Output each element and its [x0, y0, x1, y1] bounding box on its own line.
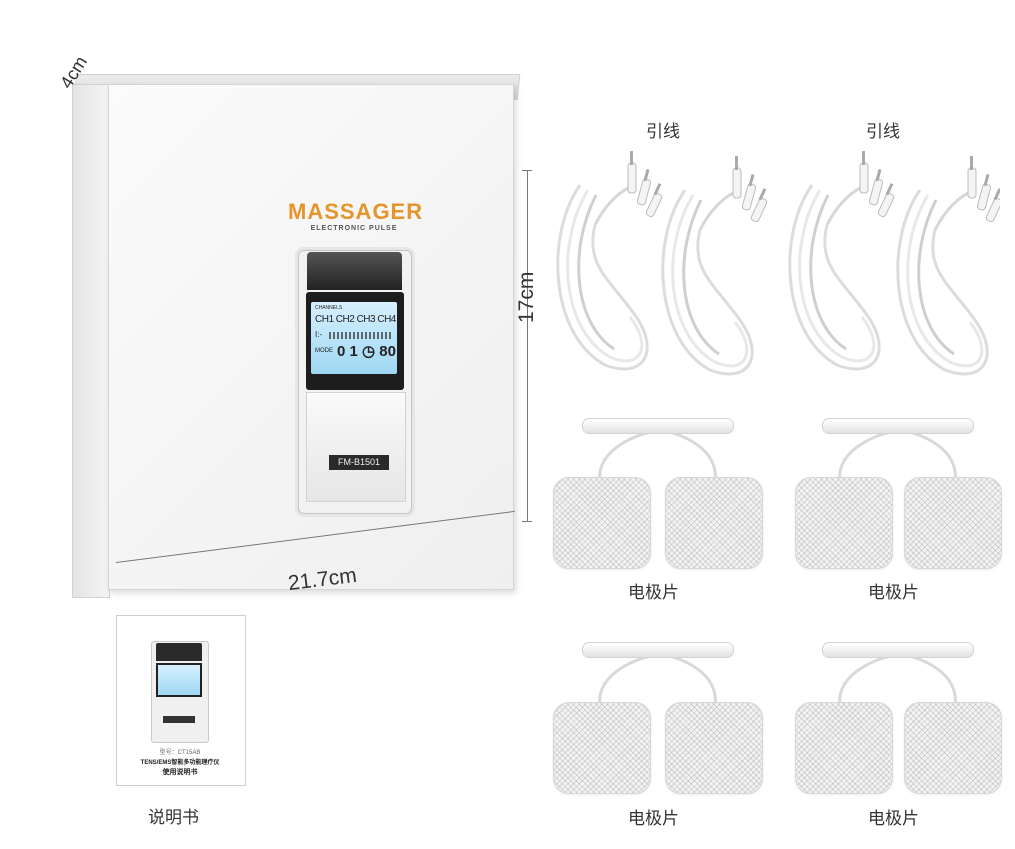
model-plate: FM-B1501	[329, 455, 389, 470]
pad-connector	[582, 418, 734, 434]
electrode-pad	[795, 702, 893, 794]
manual-product-line: TENS/EMS智能多功能理疗仪	[140, 760, 220, 766]
electrode-pad-caption: 电极片	[868, 583, 919, 603]
height-label: 17cm	[515, 271, 538, 323]
height-dimension-line	[527, 170, 528, 522]
electrode-pad	[665, 477, 763, 569]
electrode-pad-caption: 电极片	[628, 583, 679, 603]
brand-subtitle: ELECTRONIC PULSE	[310, 225, 398, 232]
electrode-pad	[553, 702, 651, 794]
brand-title: MASSAGER	[288, 199, 424, 224]
dimension-tick	[522, 170, 532, 171]
screen-digits: 0 1 ◷ 80	[337, 343, 396, 360]
electrode-pad	[795, 477, 893, 569]
device-lcd-screen: CHANNELS CH1 CH2 CH3 CH4 I:- MODE 0 1 ◷ …	[311, 302, 397, 374]
manual-model-line: 型号：CT15AB	[159, 750, 201, 756]
box-side	[72, 84, 110, 598]
electrode-pad-caption: 电极片	[868, 809, 919, 829]
screen-channels-label: CHANNELS	[315, 305, 343, 311]
electrode-pad	[553, 477, 651, 569]
manual-device-clip	[156, 643, 202, 661]
dimension-tick	[522, 521, 532, 522]
manual-device-plate	[163, 716, 195, 723]
electrode-pad	[904, 477, 1002, 569]
lead-wire-caption: 引线	[646, 122, 680, 142]
screen-level-bar	[329, 332, 393, 339]
lead-wire-coil	[896, 154, 1000, 376]
device-clip	[307, 252, 402, 290]
manual-device-screen	[156, 663, 202, 697]
electrode-pad	[904, 702, 1002, 794]
pad-connector	[822, 642, 974, 658]
electrode-pad-caption: 电极片	[628, 809, 679, 829]
pad-connector	[822, 418, 974, 434]
lead-wire-caption: 引线	[866, 122, 900, 142]
lead-wire-coil	[788, 149, 897, 371]
electrode-pad	[665, 702, 763, 794]
lead-wires-image	[556, 149, 1000, 376]
manual-caption: 说明书	[148, 808, 199, 828]
screen-channel-row: CH1 CH2 CH3 CH4	[315, 314, 396, 325]
device-lower-panel	[306, 392, 406, 502]
manual-title-line: 使用说明书	[162, 769, 198, 776]
lead-wire-coil	[556, 149, 665, 371]
pad-connector	[582, 642, 734, 658]
screen-mode-label: MODE	[315, 348, 333, 354]
lead-wire-coil	[661, 154, 770, 376]
screen-intensity-label: I:-	[315, 330, 323, 339]
